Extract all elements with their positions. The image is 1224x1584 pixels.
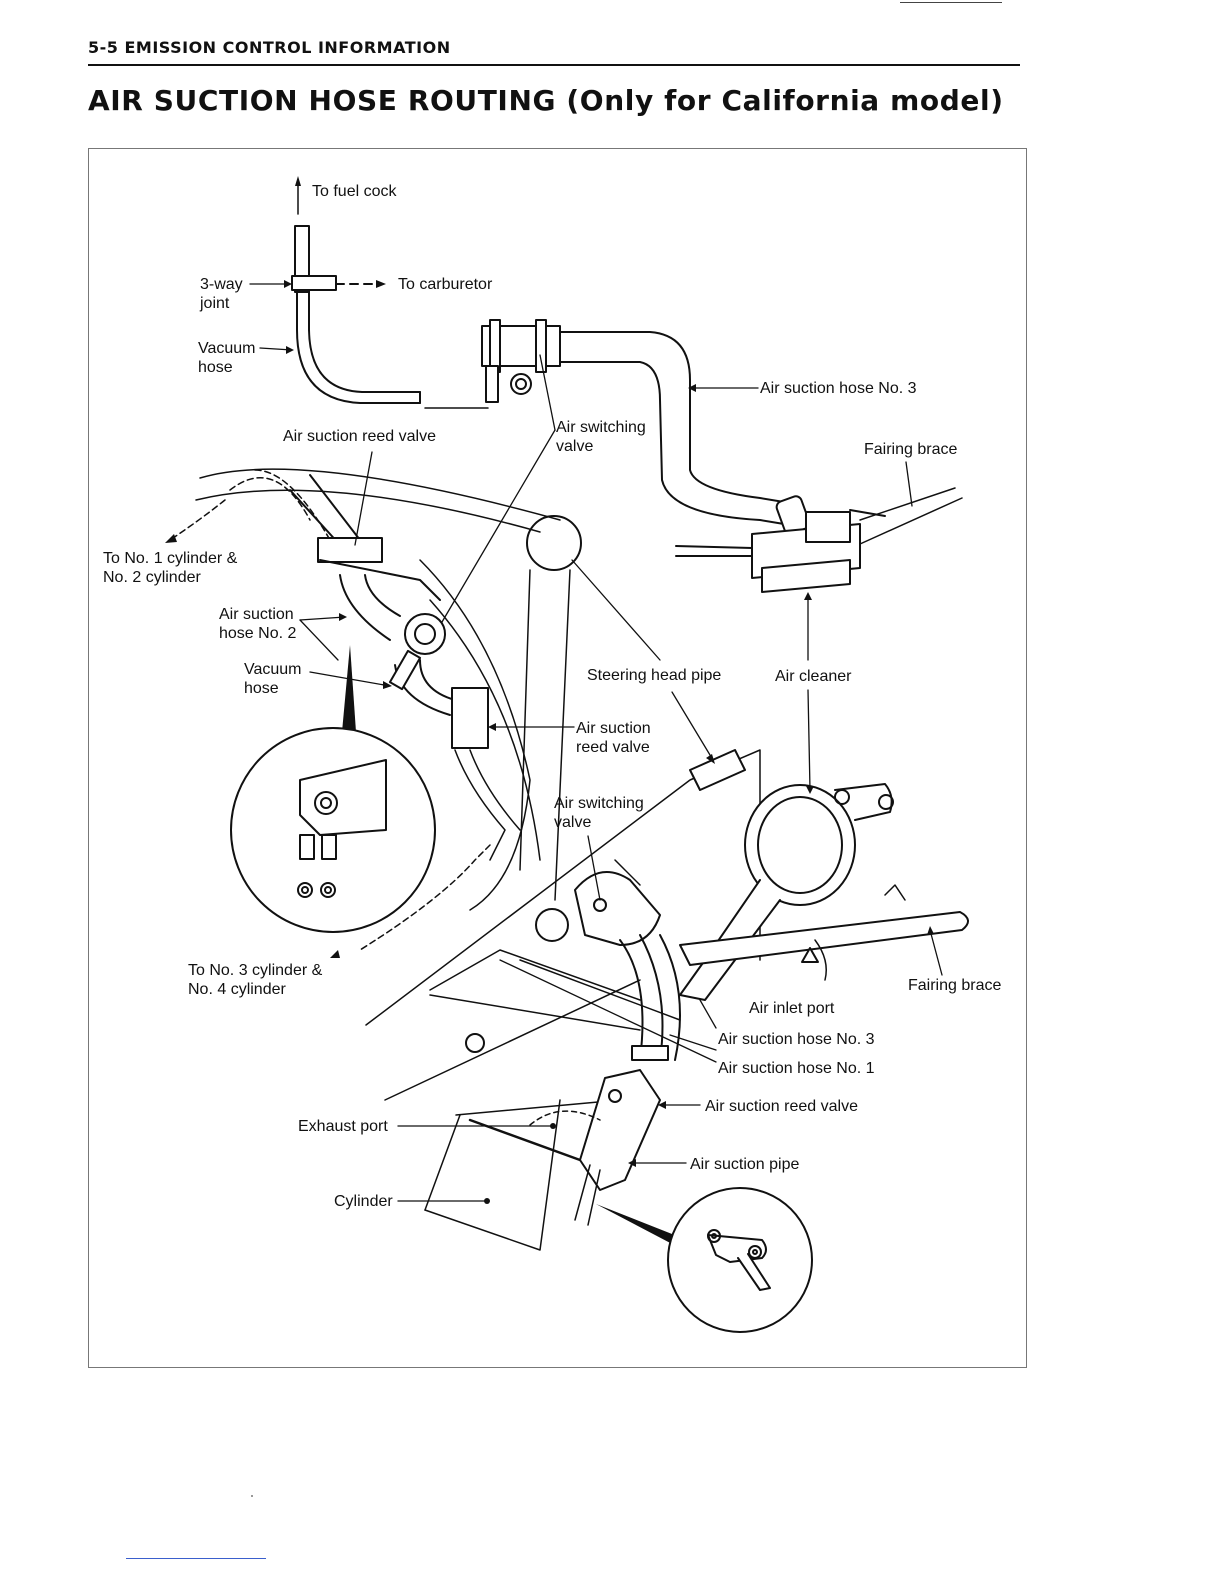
air-suction-hoses-no2 <box>229 469 456 716</box>
header-rule <box>88 64 1020 66</box>
detail-circle-bottom <box>596 1187 813 1333</box>
label-air-inlet-port: Air inlet port <box>749 1000 835 1017</box>
label-air-suction-reed-valve-bottom: Air suction reed valve <box>705 1098 858 1115</box>
label-to-carburetor: To carburetor <box>398 276 493 293</box>
label-to-cyl-12: To No. 1 cylinder & No. 2 cylinder <box>103 550 238 586</box>
detail-circle-left <box>230 645 436 933</box>
vacuum-hose-top <box>296 291 489 409</box>
air-suction-reed-valve-bottom <box>529 1069 661 1226</box>
label-air-suction-hose-no3-top: Air suction hose No. 3 <box>760 380 917 397</box>
air-switching-valve-mid <box>388 613 446 691</box>
air-suction-hose-no3-top <box>559 331 811 535</box>
stray-mark <box>251 1495 253 1497</box>
label-air-cleaner: Air cleaner <box>775 668 852 685</box>
page-title: AIR SUCTION HOSE ROUTING (Only for Calif… <box>88 84 1004 117</box>
label-air-suction-hose-no2: Air suction hose No. 2 <box>219 606 297 642</box>
to-cyl-34-arrow <box>330 950 340 958</box>
label-air-switching-valve-mid: Air switching valve <box>554 795 644 831</box>
label-to-cyl-34: To No. 3 cylinder & No. 4 cylinder <box>188 962 323 998</box>
frame-and-engine <box>365 749 761 1251</box>
label-air-suction-reed-valve-mid: Air suction reed valve <box>576 720 651 756</box>
label-fairing-brace-top: Fairing brace <box>864 441 958 458</box>
air-cleaner-bottom <box>679 783 894 1001</box>
diagram-frame <box>88 148 1027 1368</box>
label-air-suction-hose-no1: Air suction hose No. 1 <box>718 1060 875 1077</box>
label-air-suction-reed-valve-top: Air suction reed valve <box>283 428 436 445</box>
air-suction-reed-valve-upper <box>317 537 441 601</box>
label-cylinder: Cylinder <box>334 1193 393 1210</box>
label-exhaust-port: Exhaust port <box>298 1118 388 1135</box>
label-air-switching-valve-top: Air switching valve <box>556 419 646 455</box>
air-suction-hoses-bottom <box>619 934 681 1061</box>
air-switching-valve-top <box>481 319 561 403</box>
label-air-suction-pipe: Air suction pipe <box>690 1156 800 1173</box>
section-header: 5-5 EMISSION CONTROL INFORMATION <box>88 38 451 57</box>
leader-lines <box>249 283 943 1202</box>
label-three-way-joint: 3-way joint <box>200 276 243 312</box>
air-cleaner-top <box>675 487 963 593</box>
label-to-fuel-cock: To fuel cock <box>312 183 397 200</box>
label-steering-head-pipe: Steering head pipe <box>587 667 722 684</box>
label-vacuum-hose-mid: Vacuum hose <box>244 661 302 697</box>
leader-arrowheads <box>284 280 934 1204</box>
label-air-suction-hose-no3-bottom: Air suction hose No. 3 <box>718 1031 875 1048</box>
three-way-joint <box>291 275 386 291</box>
to-cyl-12-arrow <box>165 499 226 543</box>
fairing-brace-bottom <box>679 884 969 981</box>
steering-head-pipe-top <box>195 468 582 901</box>
label-fairing-brace-right: Fairing brace <box>908 977 1002 994</box>
top-edge-rule <box>900 2 1002 3</box>
air-suction-reed-valve-lower <box>359 559 541 951</box>
footer-rule <box>126 1558 266 1559</box>
fuel-cock-hose <box>294 176 310 293</box>
label-vacuum-hose-top: Vacuum hose <box>198 340 256 376</box>
air-switching-valve-bottom <box>574 859 661 946</box>
